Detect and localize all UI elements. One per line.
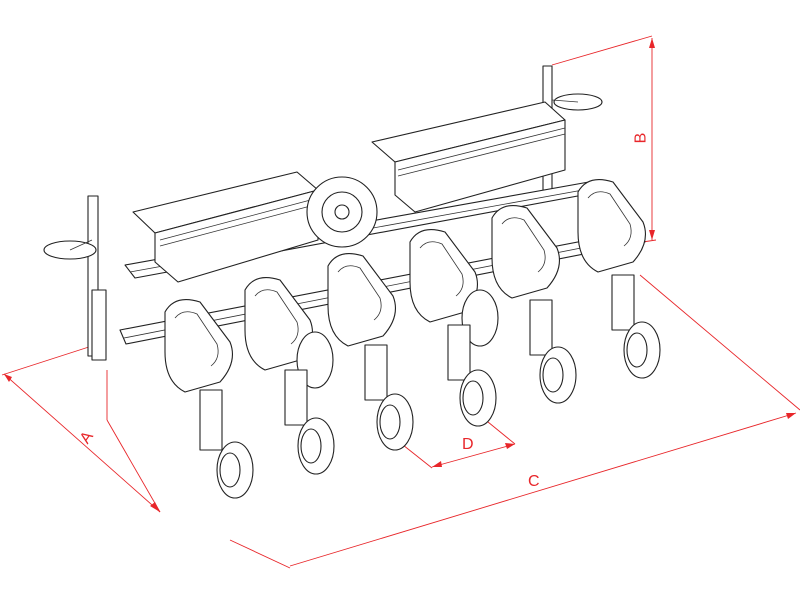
row-unit-5	[491, 205, 577, 404]
dimension-D	[402, 421, 516, 469]
dimension-C	[229, 274, 800, 569]
row-unit-2	[244, 277, 335, 475]
row-unit-4	[409, 229, 499, 427]
row-unit-6	[577, 179, 661, 379]
vacuum-fan	[306, 176, 378, 248]
row-units	[164, 179, 661, 499]
hopper-right	[371, 101, 566, 213]
row-unit-3	[327, 253, 414, 451]
left-marker-post	[43, 195, 107, 361]
hopper-left	[132, 171, 319, 283]
dimension-A	[1, 344, 161, 513]
row-unit-1	[164, 299, 254, 499]
